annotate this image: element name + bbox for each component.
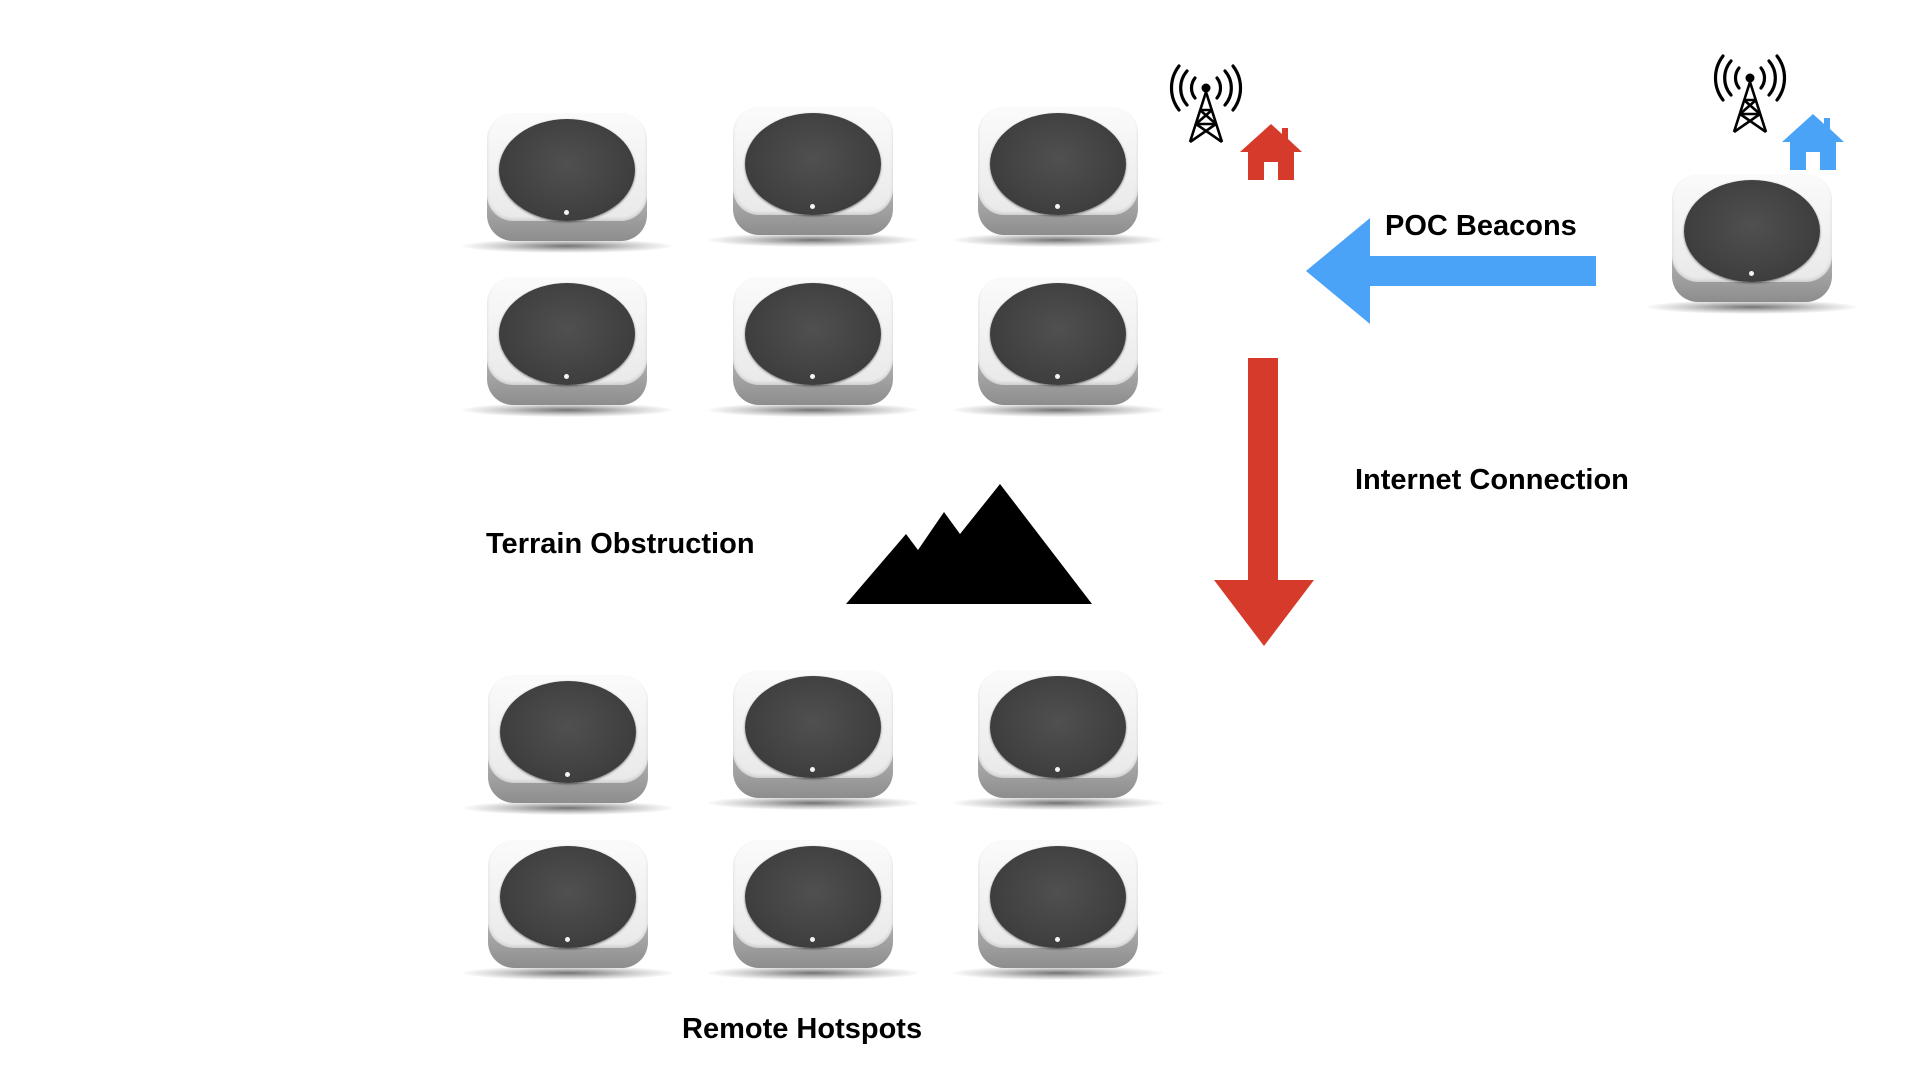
poc-beacons-label: POC Beacons (1385, 210, 1577, 242)
terrain-obstruction-label: Terrain Obstruction (486, 528, 755, 560)
hotspot-device (952, 840, 1164, 988)
hotspot-device (707, 840, 919, 988)
hotspot-device (952, 107, 1164, 255)
internet-connection-arrow (1214, 358, 1314, 646)
hotspot-device (462, 840, 674, 988)
beacon-hotspot-device (1646, 174, 1858, 322)
mountain-icon (846, 484, 1092, 604)
hotspot-device (707, 107, 919, 255)
hotspot-device (952, 670, 1164, 818)
hotspot-device (952, 277, 1164, 425)
remote-hotspots-label: Remote Hotspots (682, 1013, 923, 1045)
house-icon (1782, 114, 1844, 170)
hotspot-device (461, 113, 673, 261)
house-icon (1240, 124, 1302, 180)
hotspot-device (707, 277, 919, 425)
internet-connection-label: Internet Connection (1355, 464, 1629, 496)
hotspot-device (707, 670, 919, 818)
cell-tower-icon (1169, 64, 1243, 144)
poc-beacon-arrow (1306, 218, 1596, 324)
hotspot-device (462, 675, 674, 823)
hotspot-device (461, 277, 673, 425)
cell-tower-icon (1713, 54, 1787, 134)
